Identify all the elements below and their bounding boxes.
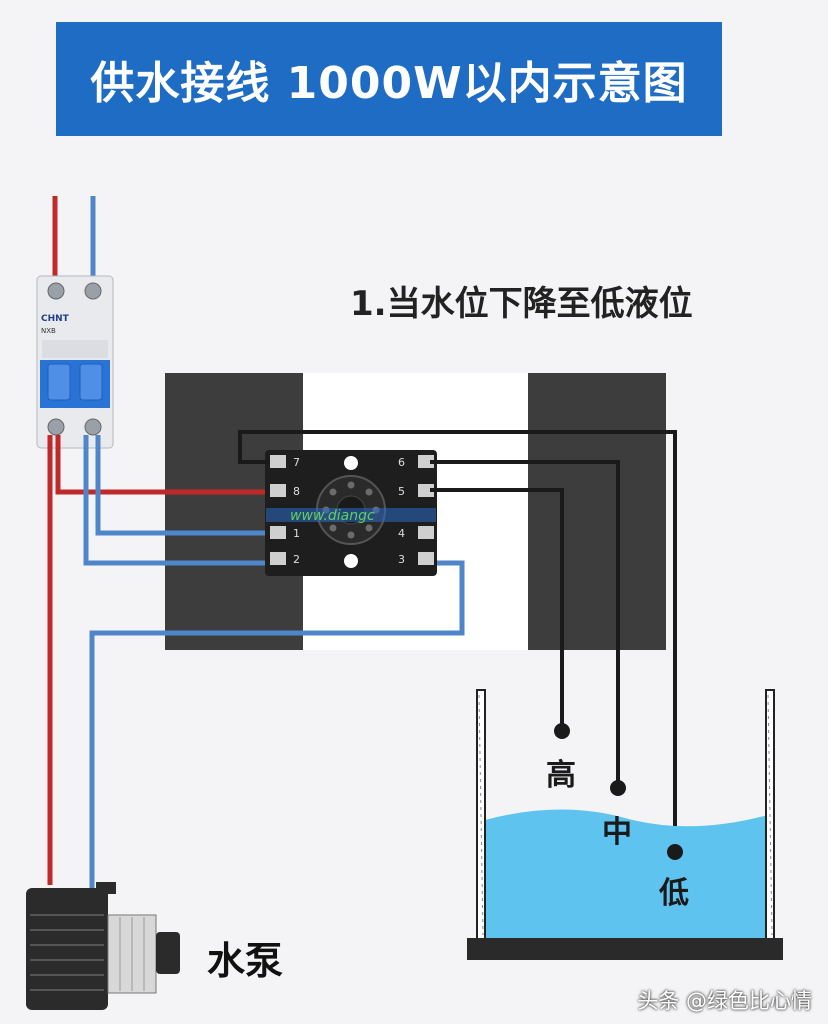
- probe-tips: [554, 723, 683, 860]
- mount-hole-top: [344, 456, 358, 470]
- title-banner: 供水接线 1000W以内示意图: [56, 22, 722, 136]
- mount-hole-bottom: [344, 554, 358, 568]
- level-relay-socket: www.diangc 7 8 1 2 6 5 4 3: [265, 450, 437, 576]
- probe-mid: [610, 780, 626, 796]
- breaker-brand: CHNT: [41, 314, 70, 324]
- pin-label: 6: [398, 456, 405, 469]
- stage-caption: 1.当水位下降至低液位: [350, 284, 693, 324]
- circuit-breaker: CHNT NXB: [36, 275, 114, 449]
- probe-low: [667, 844, 683, 860]
- probe-high: [554, 723, 570, 739]
- neutral-wires: [83, 435, 465, 888]
- water: [485, 809, 768, 940]
- probe-label-mid: 中: [602, 815, 632, 850]
- breaker-model: NXB: [41, 327, 56, 335]
- water-pump: [26, 882, 180, 1010]
- incoming-wires: [52, 196, 96, 285]
- pin-label: 8: [293, 485, 300, 498]
- pin-label: 7: [293, 456, 300, 469]
- pin-label: 1: [293, 527, 300, 540]
- probe-wires: [238, 430, 677, 852]
- relay-watermark: www.diangc: [290, 508, 375, 524]
- footer-watermark: 头条 @绿色比心情: [637, 989, 812, 1013]
- pin-label: 2: [293, 553, 300, 566]
- pump-label: 水泵: [207, 939, 284, 983]
- water-tank: [467, 689, 783, 960]
- probe-label-low: 低: [658, 876, 689, 911]
- live-wires: [47, 435, 272, 885]
- probe-label-high: 高: [546, 758, 576, 793]
- pin-label: 5: [398, 485, 405, 498]
- pin-label: 3: [398, 553, 405, 566]
- pin-label: 4: [398, 527, 405, 540]
